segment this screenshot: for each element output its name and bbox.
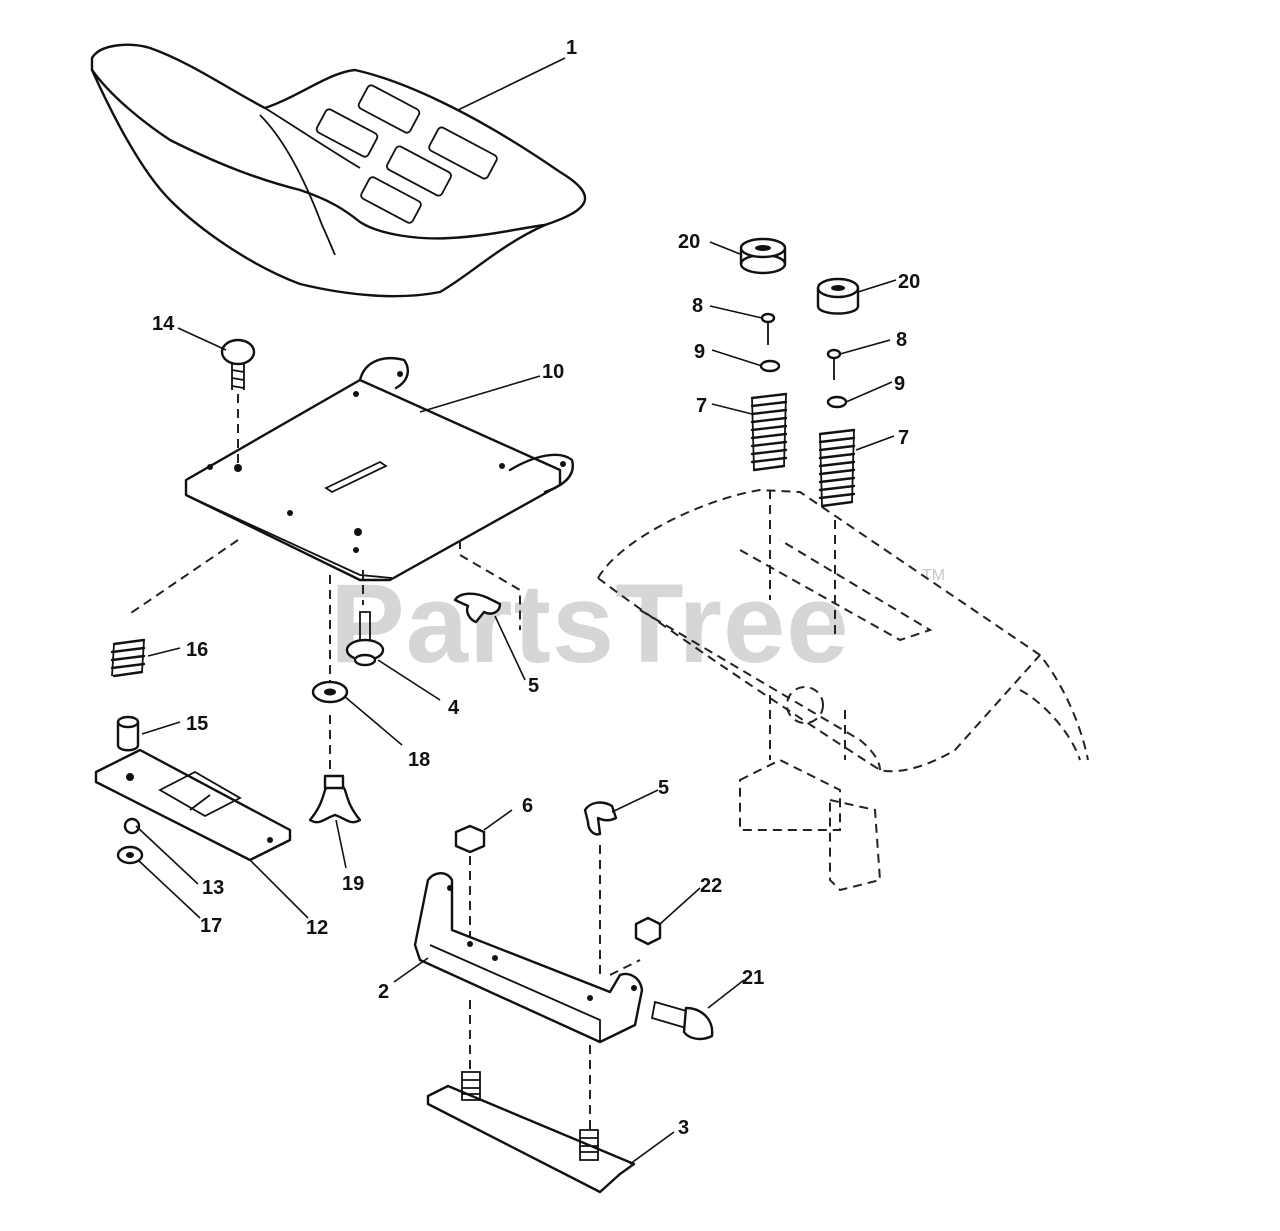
part-18-washer	[311, 680, 349, 704]
part-19-knob	[308, 774, 362, 824]
watermark-trademark: TM	[922, 567, 945, 584]
leader-lines	[135, 57, 897, 1165]
callout-3: 3	[678, 1117, 689, 1139]
callout-6: 6	[522, 795, 533, 817]
part-8-screw-right	[826, 348, 842, 380]
part-21-bolt	[650, 1000, 714, 1041]
callout-22: 22	[700, 875, 722, 897]
watermark: PartsTree TM	[330, 561, 945, 686]
part-frame-phantom	[597, 488, 1089, 892]
callout-13: 13	[202, 877, 224, 899]
callout-5-upper: 5	[528, 675, 539, 697]
callout-16: 16	[186, 639, 208, 661]
callout-19: 19	[342, 873, 364, 895]
part-5-clip-upper	[453, 592, 502, 624]
part-5-clip-lower	[583, 801, 618, 836]
part-17-washer	[116, 845, 144, 865]
part-2-bracket	[413, 872, 644, 1044]
callout-20-right: 20	[898, 271, 920, 293]
part-14-bolt	[220, 338, 256, 390]
callout-2: 2	[378, 981, 389, 1003]
callout-8-left: 8	[692, 295, 703, 317]
watermark-text: PartsTree	[330, 561, 850, 686]
part-15-spacer	[116, 715, 140, 752]
part-3-plate	[426, 1071, 636, 1194]
callout-labels: 1 2 3 4 5 5 6 7 7 8 8 9 9 10 12 13 14 15…	[152, 37, 920, 1139]
callout-14: 14	[152, 313, 175, 335]
callout-7-left: 7	[696, 395, 707, 417]
part-20-bumper-right	[816, 277, 860, 315]
callout-1: 1	[566, 37, 577, 59]
callout-10: 10	[542, 361, 564, 383]
part-seat-pan	[184, 357, 575, 582]
part-9-washer-left	[759, 359, 781, 373]
part-7-spring-right	[818, 428, 856, 508]
part-6-nut	[454, 824, 486, 854]
part-13-nut	[123, 817, 141, 835]
callout-12: 12	[306, 917, 328, 939]
callout-17: 17	[200, 915, 222, 937]
part-4-bolt	[345, 611, 385, 667]
callout-20-left: 20	[678, 231, 700, 253]
part-16-spring	[110, 638, 146, 678]
part-seat	[90, 43, 587, 298]
part-9-washer-right	[826, 395, 848, 409]
callout-5-lower: 5	[658, 777, 669, 799]
callout-15: 15	[186, 713, 208, 735]
callout-4: 4	[448, 697, 460, 719]
part-12-bracket	[94, 748, 292, 862]
callout-21: 21	[742, 967, 764, 989]
callout-18: 18	[408, 749, 430, 771]
part-7-spring-left	[750, 392, 788, 472]
part-22-nut	[634, 916, 662, 946]
part-20-bumper-left	[739, 237, 787, 275]
part-8-screw-left	[760, 312, 776, 345]
callout-9-left: 9	[694, 341, 705, 363]
callout-8-right: 8	[896, 329, 907, 351]
callout-7-right: 7	[898, 427, 909, 449]
callout-9-right: 9	[894, 373, 905, 395]
